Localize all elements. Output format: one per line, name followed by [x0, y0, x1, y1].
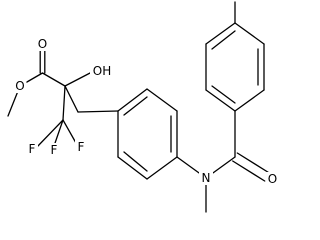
bond [77, 110, 119, 113]
bond-lines [7, 1, 270, 213]
bond [236, 152, 270, 174]
bond [62, 119, 77, 144]
bond [211, 30, 236, 50]
ester-carbonyl-oxygen: O [36, 37, 49, 51]
bond [62, 85, 66, 121]
molecule-structure: O O OH F F F N O [7, 1, 279, 213]
bond [234, 22, 265, 45]
bond [146, 88, 178, 112]
bond [117, 88, 148, 112]
bond [53, 119, 64, 147]
bond [123, 151, 148, 172]
bond [205, 22, 236, 45]
fluorine-atom: F [48, 143, 60, 157]
fluorine-atom: F [26, 142, 38, 156]
amide-carbonyl-oxygen: O [266, 172, 279, 186]
bond [35, 119, 64, 149]
atom-labels: O O OH F F F N O [13, 37, 279, 186]
bond [64, 85, 79, 113]
svg-text:O: O [15, 79, 24, 93]
bond [234, 89, 265, 112]
bond [64, 71, 93, 87]
svg-text:F: F [51, 143, 58, 157]
hydroxyl-group: OH [90, 64, 114, 78]
bond [232, 160, 266, 182]
amine-nitrogen: N [199, 171, 213, 185]
svg-text:F: F [78, 140, 85, 154]
svg-text:OH: OH [93, 64, 111, 78]
bond [146, 156, 178, 180]
svg-text:O: O [268, 172, 277, 186]
bond [117, 156, 148, 180]
bond [211, 85, 236, 104]
svg-text:N: N [202, 171, 211, 185]
svg-text:F: F [29, 142, 36, 156]
bond [123, 96, 148, 116]
svg-text:O: O [38, 37, 47, 51]
bond [205, 89, 236, 112]
ester-methoxy-oxygen: O [13, 79, 27, 93]
fluorine-atom: F [75, 140, 87, 154]
bond [41, 72, 66, 87]
